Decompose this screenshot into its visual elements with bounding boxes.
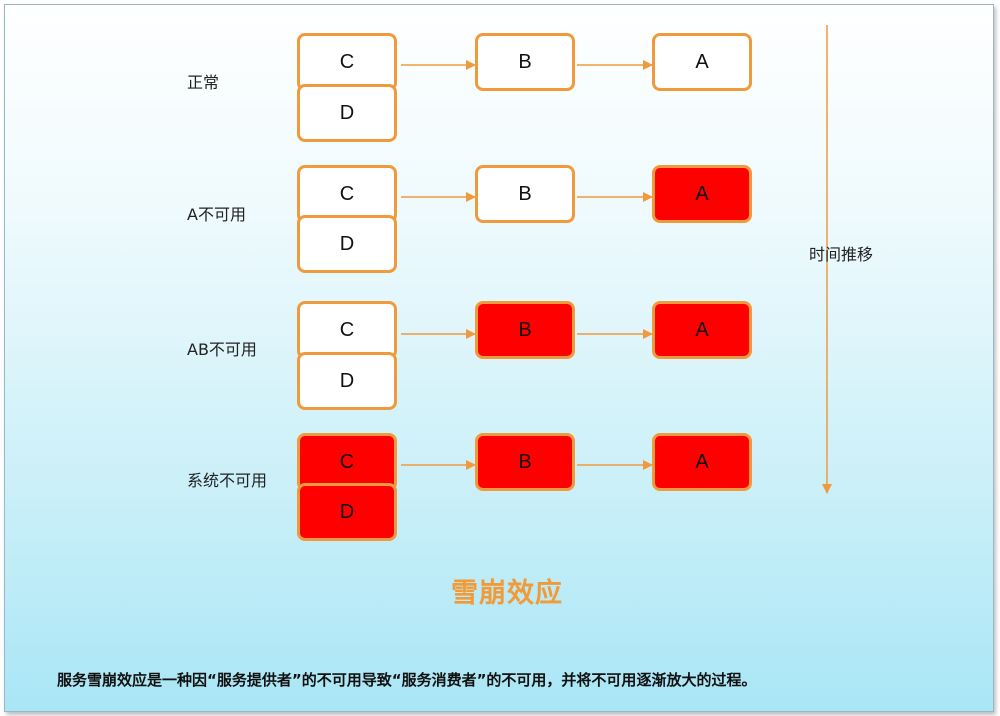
node-b-row2: B	[475, 165, 575, 223]
row-label-a-unavailable: A不可用	[187, 205, 246, 224]
node-d-row3: D	[297, 352, 397, 410]
node-b-row3: B	[475, 301, 575, 359]
node-b-row4: B	[475, 433, 575, 491]
row-label-system-unavailable: 系统不可用	[187, 471, 268, 490]
diagram-title: 雪崩效应	[451, 578, 563, 609]
node-c-row1: C	[297, 33, 397, 91]
node-a-row3: A	[652, 301, 752, 359]
node-c-row4: C	[297, 433, 397, 491]
arrows-layer	[401, 25, 832, 494]
node-b-row1: B	[475, 33, 575, 91]
node-d-row2: D	[297, 215, 397, 273]
row-label-ab-unavailable: AB不可用	[187, 340, 257, 359]
node-d-row4: D	[297, 483, 397, 541]
node-d-row1: D	[297, 84, 397, 142]
node-a-row1: A	[652, 33, 752, 91]
node-c-row3: C	[297, 301, 397, 359]
node-a-row4: A	[652, 433, 752, 491]
diagram-caption: 服务雪崩效应是一种因“服务提供者”的不可用导致“服务消费者”的不可用，并将不可用…	[57, 671, 757, 689]
time-label: 时间推移	[809, 245, 874, 264]
row-label-normal: 正常	[187, 73, 220, 92]
node-a-row2: A	[652, 165, 752, 223]
diagram-frame: 正常 C D B A A不可用 C D B A AB不可用 C D B A 系统…	[4, 4, 994, 712]
